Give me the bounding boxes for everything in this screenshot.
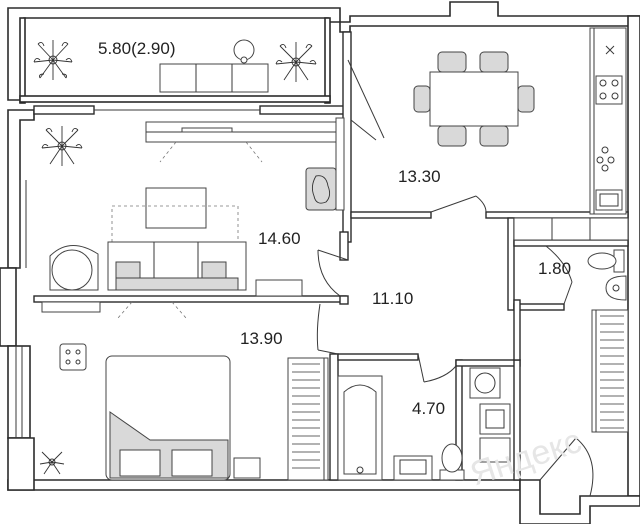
living-plant-icon (41, 126, 83, 166)
balcony-furniture (33, 39, 317, 93)
area-label-bath-small: 1.80 (538, 259, 571, 278)
area-label-bathroom: 4.70 (412, 399, 445, 418)
stove-icon (595, 75, 623, 105)
area-labels: 5.80(2.90) 13.30 14.60 1.80 11.10 13.90 … (98, 39, 571, 418)
hall-wardrobe (539, 309, 629, 497)
sink-small-icon (605, 275, 627, 301)
bathroom-shelf-icon (479, 403, 511, 463)
bedroom-furniture (39, 343, 329, 481)
living-room-furniture (41, 117, 345, 319)
small-bath-fixtures (587, 249, 627, 301)
doors (316, 59, 573, 383)
bathroom-fixtures (337, 367, 511, 481)
area-label-bedroom: 13.90 (240, 329, 283, 348)
cooktop-icon (596, 146, 615, 172)
bathroom-toilet-icon (439, 443, 465, 481)
fridge-icon (605, 45, 615, 55)
area-label-hall: 11.10 (372, 289, 413, 308)
bathroom-sink-icon (393, 455, 433, 481)
kitchen-sink-icon (595, 189, 623, 211)
area-label-balcony: 5.80(2.90) (98, 39, 176, 58)
balcony-plant-left-icon (33, 40, 73, 80)
balcony-plant-right-icon (275, 42, 317, 82)
bedroom-lamp-icon (59, 343, 87, 371)
area-label-kitchen: 13.30 (398, 167, 441, 186)
bathtub-icon (337, 375, 383, 481)
washing-machine-icon (469, 367, 501, 399)
kitchen-furniture (413, 27, 629, 241)
bedroom-plant-icon (39, 451, 65, 475)
toilet-small-icon (587, 249, 625, 273)
area-label-living: 14.60 (258, 229, 301, 248)
